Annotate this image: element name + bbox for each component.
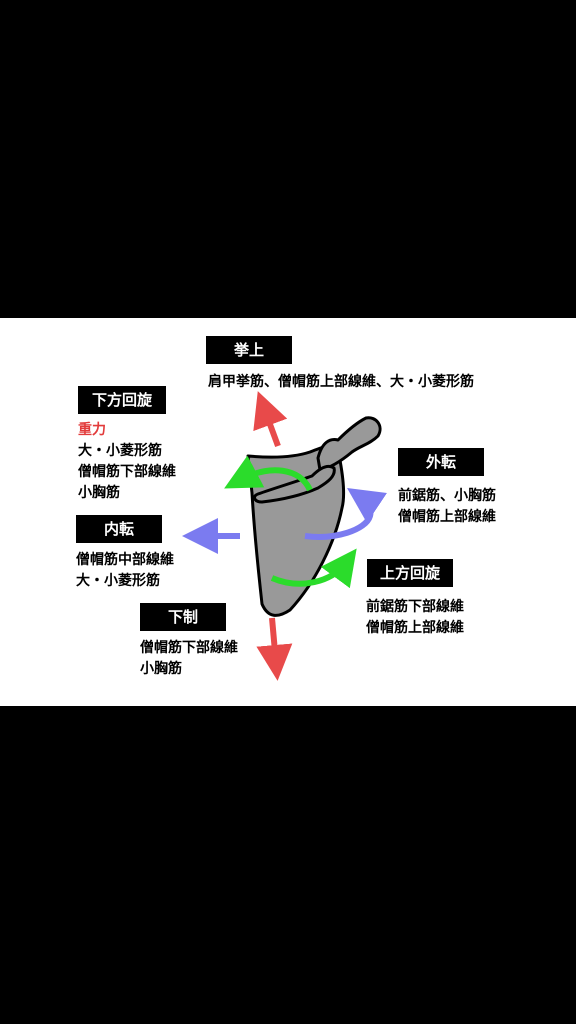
gravity-label: 重力 — [78, 422, 106, 438]
elevation-muscles: 肩甲挙筋、僧帽筋上部線維、大・小菱形筋 — [208, 374, 474, 390]
abduction-muscle-1: 前鋸筋、小胸筋 — [398, 488, 496, 504]
abduction-muscle-2: 僧帽筋上部線維 — [398, 509, 496, 525]
downward-rotation-tag: 下方回旋 — [78, 386, 166, 414]
adduction-muscle-1: 僧帽筋中部線維 — [76, 552, 174, 568]
depression-arrow — [256, 617, 293, 681]
upward-rotation-arrow — [270, 548, 357, 589]
elevation-arrow — [253, 391, 288, 448]
scapula-diagram — [182, 391, 387, 681]
acromion — [316, 416, 382, 472]
adduction-tag: 内転 — [76, 515, 162, 543]
elevation-tag: 挙上 — [206, 336, 292, 364]
upward-rotation-muscle-1: 前鋸筋下部線維 — [366, 599, 464, 615]
downward-rotation-arrow — [224, 455, 313, 492]
downward-rotation-muscle-2: 僧帽筋下部線維 — [78, 464, 176, 480]
abduction-tag: 外転 — [398, 448, 484, 476]
adduction-muscle-2: 大・小菱形筋 — [76, 573, 160, 589]
diagram-panel: 挙上 肩甲挙筋、僧帽筋上部線維、大・小菱形筋 下方回旋 重力 大・小菱形筋 僧帽… — [0, 318, 576, 706]
scapula-spine — [253, 464, 336, 504]
depression-muscle-2: 小胸筋 — [140, 661, 182, 677]
downward-rotation-muscle-1: 大・小菱形筋 — [78, 443, 162, 459]
upward-rotation-tag: 上方回旋 — [367, 559, 453, 587]
upward-rotation-muscle-2: 僧帽筋上部線維 — [366, 620, 464, 636]
abduction-arrow — [304, 488, 387, 540]
depression-muscle-1: 僧帽筋下部線維 — [140, 640, 238, 656]
downward-rotation-muscle-3: 小胸筋 — [78, 485, 120, 501]
depression-tag: 下制 — [140, 603, 226, 631]
